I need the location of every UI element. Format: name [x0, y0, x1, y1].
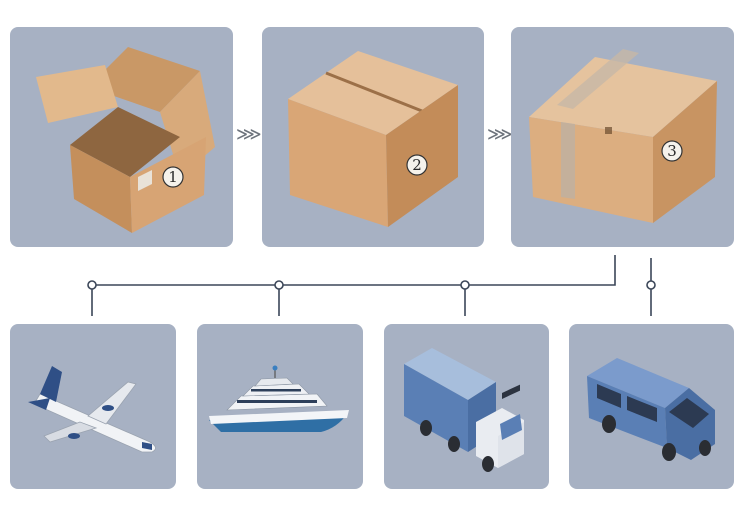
airplane-icon: [28, 366, 156, 453]
transport-card-air: [10, 324, 176, 489]
truck-icon: [404, 348, 524, 472]
connector-node: [460, 280, 470, 290]
step-number: 1: [168, 168, 178, 186]
open-box-icon: 1: [36, 47, 215, 233]
taped-box-icon: 3: [529, 49, 717, 223]
step-card-taped-box: 3: [511, 27, 734, 247]
step-number: 2: [412, 156, 422, 174]
step-card-open-box: 1: [10, 27, 233, 247]
transport-card-sea: [197, 324, 363, 489]
connector-node: [274, 280, 284, 290]
step-number: 3: [667, 142, 677, 160]
van-icon: [587, 358, 715, 461]
flow-arrow: ⋙: [236, 124, 262, 145]
transport-card-van: [569, 324, 734, 489]
connector-node: [646, 280, 656, 290]
closed-box-icon: 2: [288, 51, 458, 227]
connector-node: [87, 280, 97, 290]
transport-card-truck: [384, 324, 549, 489]
ship-icon: [209, 365, 349, 432]
step-card-closed-box: 2: [262, 27, 484, 247]
flow-arrow: ⋙: [487, 124, 513, 145]
